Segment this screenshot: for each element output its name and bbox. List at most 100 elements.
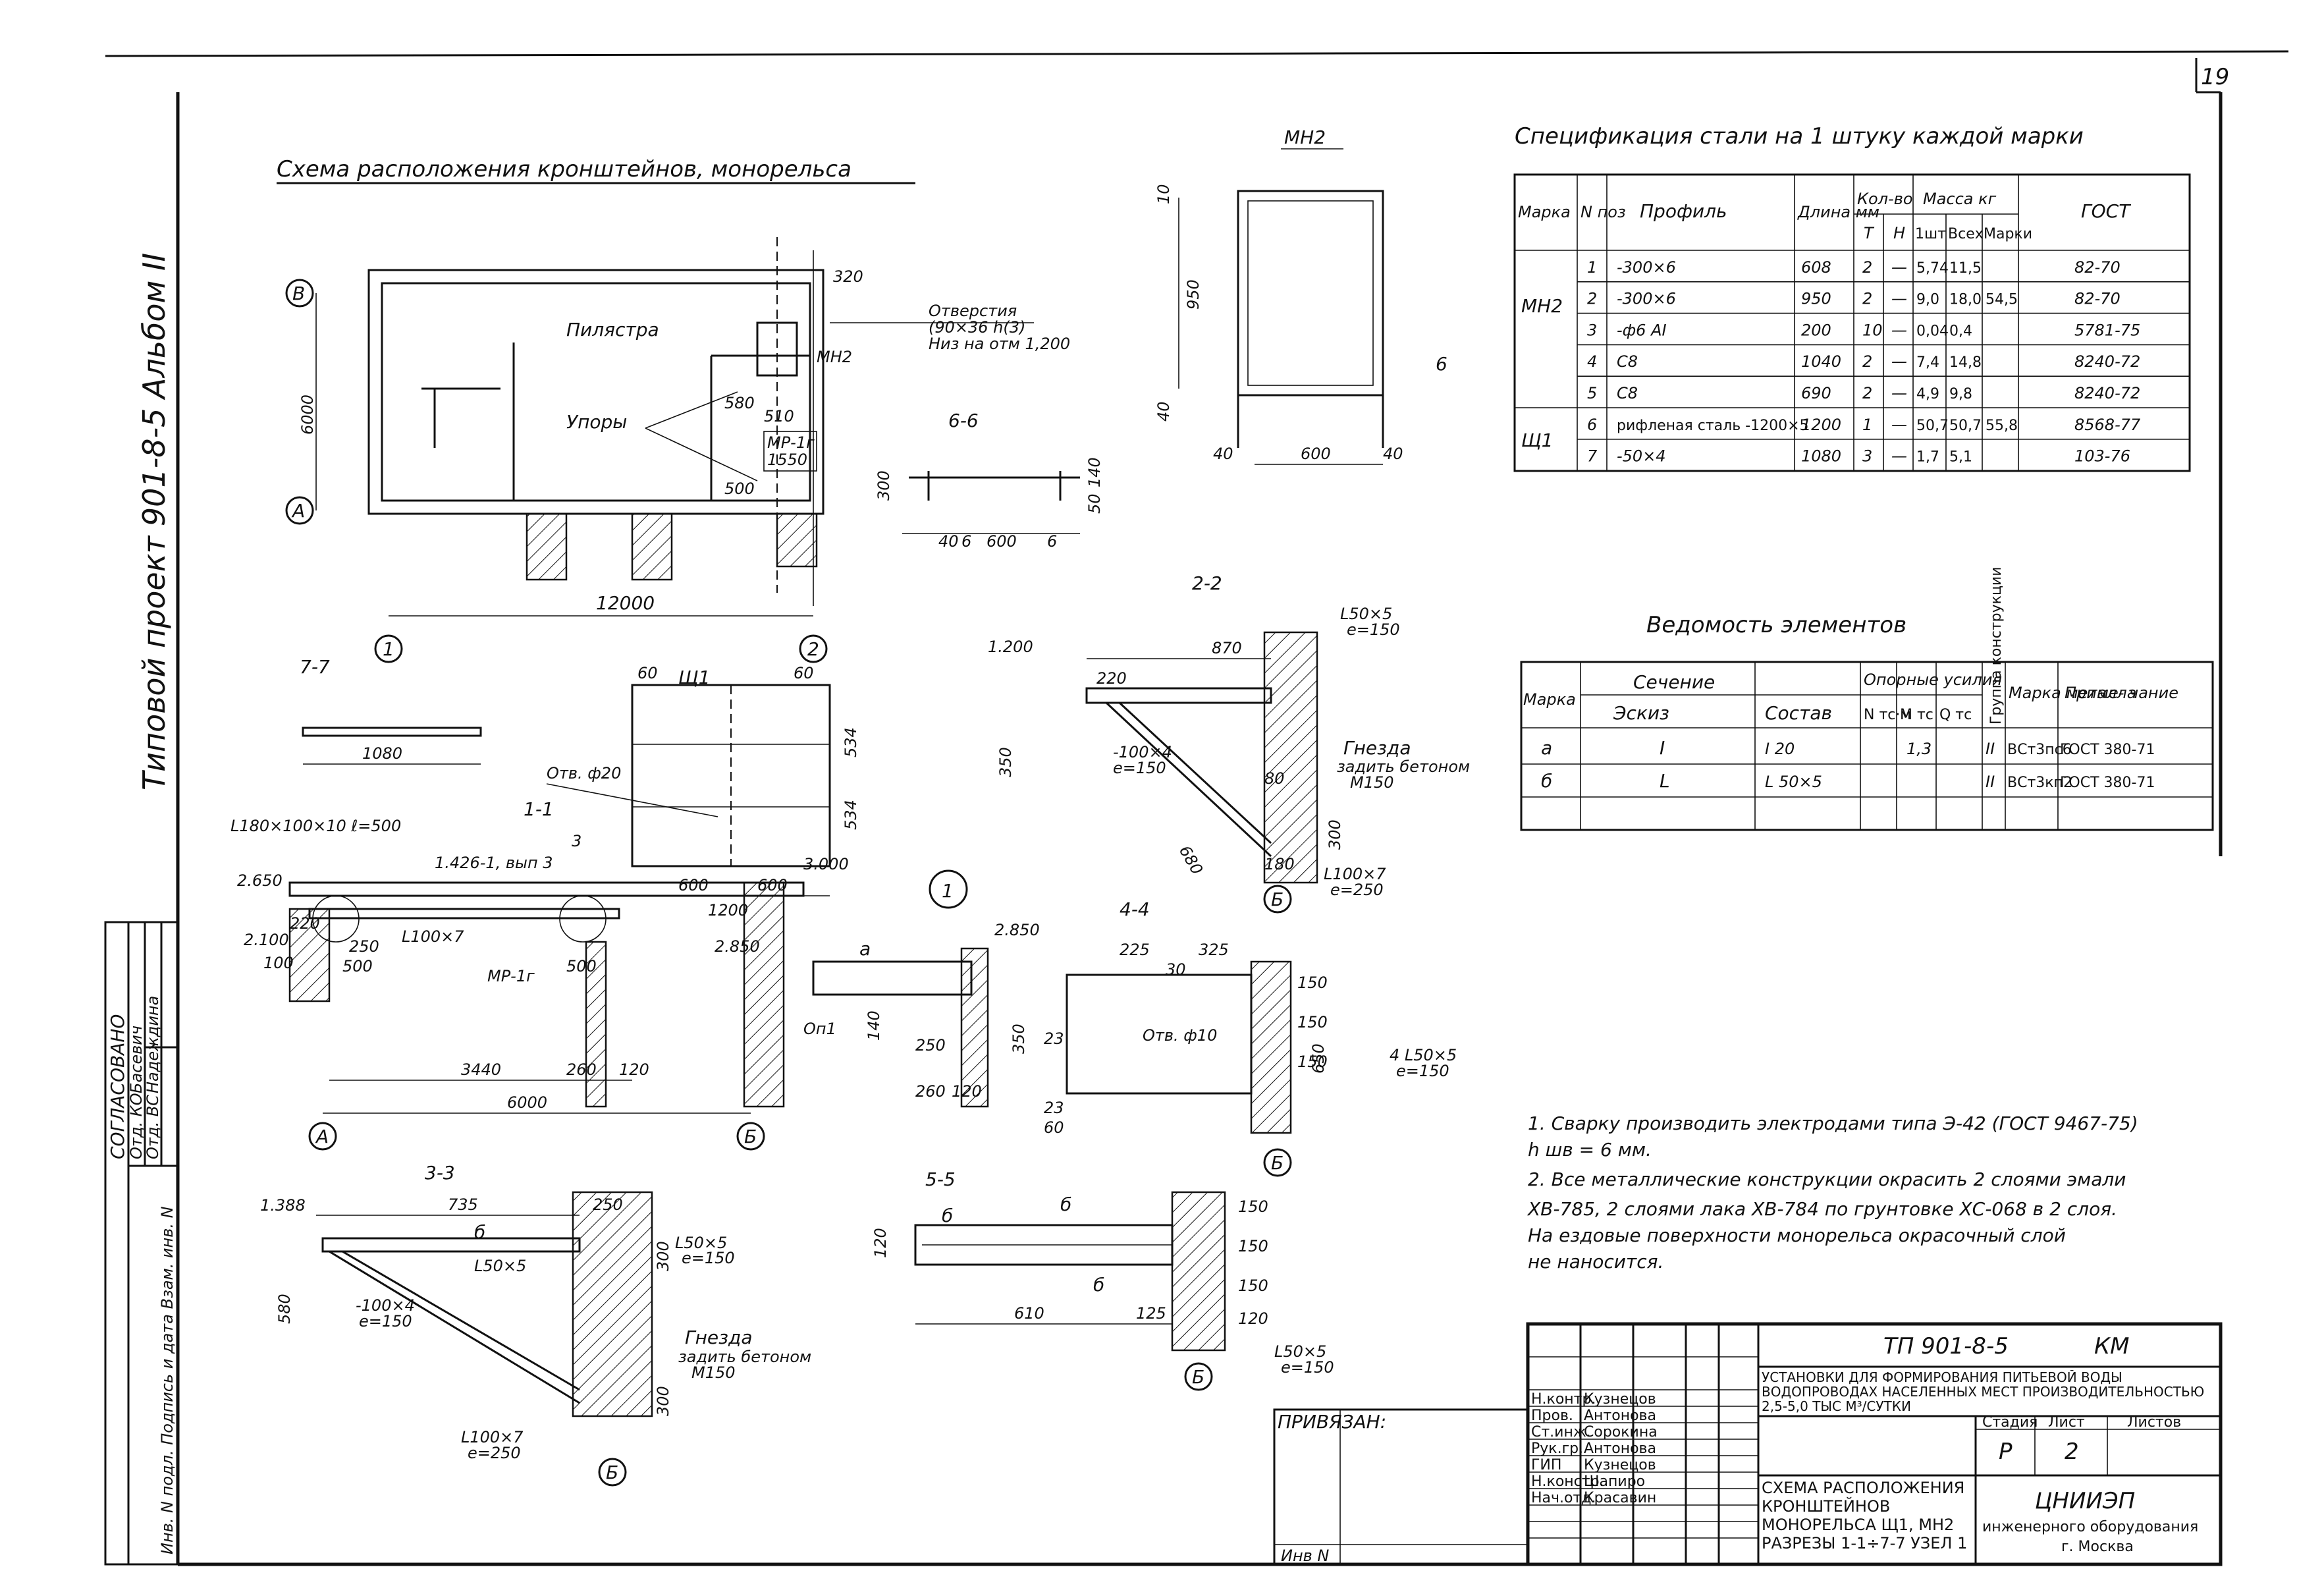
signer-role: Ст.инж. <box>1531 1424 1591 1441</box>
elements-row-marka: б <box>1541 770 1552 792</box>
s33-stripe: e=150 <box>359 1312 412 1331</box>
stamp-section: КМ <box>2094 1333 2129 1359</box>
s44-dim-23b: 23 <box>1044 1099 1064 1117</box>
stamp-stage-header: Стадия <box>1982 1414 2038 1431</box>
s44-dim-150b: 150 <box>1297 1013 1328 1031</box>
s11-elev-2100: 2.100 <box>244 931 289 949</box>
section-3-3: 3-3 1.388 735 250 580 300 300 б L50×5 L5… <box>260 1162 811 1487</box>
spec-h-mark: Марки <box>1984 226 2032 242</box>
spec-h-profile: Профиль <box>1640 200 1727 222</box>
s22-l50: L50×5 <box>1340 605 1392 623</box>
s22-strip: -100×4 <box>1113 743 1172 761</box>
stamp-city: г. Москва <box>2061 1539 2134 1555</box>
s22-l100e: e=250 <box>1330 881 1384 899</box>
approval-side-text: Инв. N подл. Подпись и дата Взам. инв. N <box>158 1206 176 1554</box>
plan-dim-510: 510 <box>764 407 794 425</box>
stamp-code: ТП 901-8-5 <box>1883 1333 2009 1359</box>
s22-l100: L100×7 <box>1324 865 1386 883</box>
spec-row-n: 6 <box>1587 416 1597 434</box>
spec-h-qty: Кол-во <box>1857 190 1913 208</box>
s11-dim-250: 250 <box>349 937 379 956</box>
sh1-dim-534b: 534 <box>842 800 860 830</box>
spec-row-marka: Щ1 <box>1521 429 1553 451</box>
s22-dim-220: 220 <box>1096 669 1127 688</box>
s55-title: 5-5 <box>925 1168 956 1190</box>
s22-elev: 1.200 <box>988 638 1033 656</box>
spec-row-n: 1 <box>1587 258 1597 277</box>
spec-row-length: 1040 <box>1801 352 1841 371</box>
spec-row-all: 5,1 <box>1949 449 1972 466</box>
s22-dim-680: 680 <box>1176 842 1206 878</box>
s44-dim-350: 350 <box>1010 1024 1028 1054</box>
s11-dim-500b: 500 <box>566 957 597 975</box>
s11-elev-3000: 3.000 <box>803 855 849 873</box>
spec-row-profile: -50×4 <box>1617 447 1666 466</box>
plan-axis-1: 1 <box>383 638 394 660</box>
spec-h-length: Длина мм <box>1797 203 1879 221</box>
mn2-dim-600: 600 <box>1301 445 1331 463</box>
spec-row-gost: 8568-77 <box>2074 416 2141 434</box>
s11-dim-100: 100 <box>263 954 294 972</box>
section-5-5: 5-5 б б б 610 125 120 150 150 150 120 L5… <box>871 1168 1334 1391</box>
spec-row-n: 4 <box>1587 352 1597 371</box>
s77-dim-1080: 1080 <box>362 744 402 763</box>
spec-row-h: — <box>1891 416 1907 434</box>
spec-row-profile: -300×6 <box>1617 290 1676 308</box>
s11-axis-a: А <box>315 1126 329 1147</box>
s33-l50: L50×5 <box>474 1257 526 1275</box>
spec-row-n: 7 <box>1587 447 1598 466</box>
elements-h-sketch: Эскиз <box>1613 702 1669 724</box>
s66-dim-50: 50 <box>1085 493 1104 514</box>
plan-dim-width: 12000 <box>596 592 655 614</box>
section-4-4: 4-4 Отв. ф10 225 325 30 350 650 23 23 60… <box>1010 898 1457 1177</box>
spec-h-t: Т <box>1864 224 1875 242</box>
s55-dim-150b: 150 <box>1238 1237 1268 1255</box>
spec-h-gost: ГОСТ <box>2081 200 2131 222</box>
s11-dim-6000: 6000 <box>507 1093 547 1112</box>
plan-mn2-label: МН2 <box>817 348 852 366</box>
s55-dim-125: 125 <box>1136 1304 1166 1323</box>
spec-row-profile: -300×6 <box>1617 258 1676 277</box>
plan-dim-580: 580 <box>724 394 755 412</box>
spec-row-gost: 8240-72 <box>2074 384 2140 402</box>
elements-row-sketch: I <box>1660 737 1665 759</box>
s11-beam-label: L180×100×10 ℓ=500 <box>230 817 401 835</box>
spec-row-h: — <box>1891 447 1907 466</box>
s77-title: 7-7 <box>300 656 330 678</box>
s66-dim-6b: 6 <box>1047 532 1057 551</box>
s11-ref2: 1.426-1, вып 3 <box>435 854 553 872</box>
stamp-org2: инженерного оборудования <box>1982 1519 2198 1535</box>
spec-row-all: 11,5 <box>1949 260 1982 277</box>
mn2-cut-label: 6 <box>1436 353 1447 375</box>
section-2-2: 2-2 1.200 870 220 350 680 80 300 180 L50… <box>988 572 1470 914</box>
spec-row-profile: рифленая сталь -1200×5 <box>1617 418 1809 434</box>
sh1-dim-60a: 60 <box>637 664 658 682</box>
s33-elev: 1.388 <box>260 1196 306 1215</box>
signer-role: Пров. <box>1531 1408 1573 1424</box>
s55-l50e: e=150 <box>1281 1358 1334 1377</box>
s66-dim-6a: 6 <box>961 532 971 551</box>
s44-hole: Отв. ф10 <box>1143 1026 1217 1045</box>
spec-row-h: — <box>1891 352 1907 371</box>
stamp-sheets-header: Листов <box>2127 1414 2181 1431</box>
note-line-4: ХВ-785, 2 слоями лака ХВ-784 по грунтовк… <box>1527 1198 2117 1220</box>
s44-dim-150c: 150 <box>1297 1053 1328 1071</box>
spec-h-marka: Марка <box>1518 203 1571 221</box>
stamp-org: ЦНИИЭП <box>2035 1488 2135 1514</box>
spec-row-all: 0,4 <box>1949 323 1972 339</box>
spec-row-marka: МН2 <box>1521 295 1563 317</box>
plan-axis-v: В <box>292 283 305 304</box>
spec-h-n: N поз <box>1581 203 1626 221</box>
s11-elev-2650: 2.650 <box>237 871 283 890</box>
plan-view: Схема расположения кронштейнов, монорель… <box>277 156 1070 663</box>
note-line-2: h шв = 6 мм. <box>1528 1139 1652 1161</box>
approval-dept-1: Отд. КО <box>127 1093 146 1159</box>
elements-row-force: 1,3 <box>1906 740 1932 758</box>
signer-role: Нач.отд. <box>1531 1490 1596 1506</box>
signers-list: Н.контр.КузнецовПров.АнтоноваСт.инж.Соро… <box>1531 1391 1658 1506</box>
spec-row-n: 2 <box>1587 290 1597 308</box>
spec-row-n: 3 <box>1587 321 1597 339</box>
s22-l50e: e=150 <box>1347 620 1400 639</box>
signer-role: Н.констр. <box>1531 1473 1604 1490</box>
sh1-dim-600a: 600 <box>678 876 709 894</box>
